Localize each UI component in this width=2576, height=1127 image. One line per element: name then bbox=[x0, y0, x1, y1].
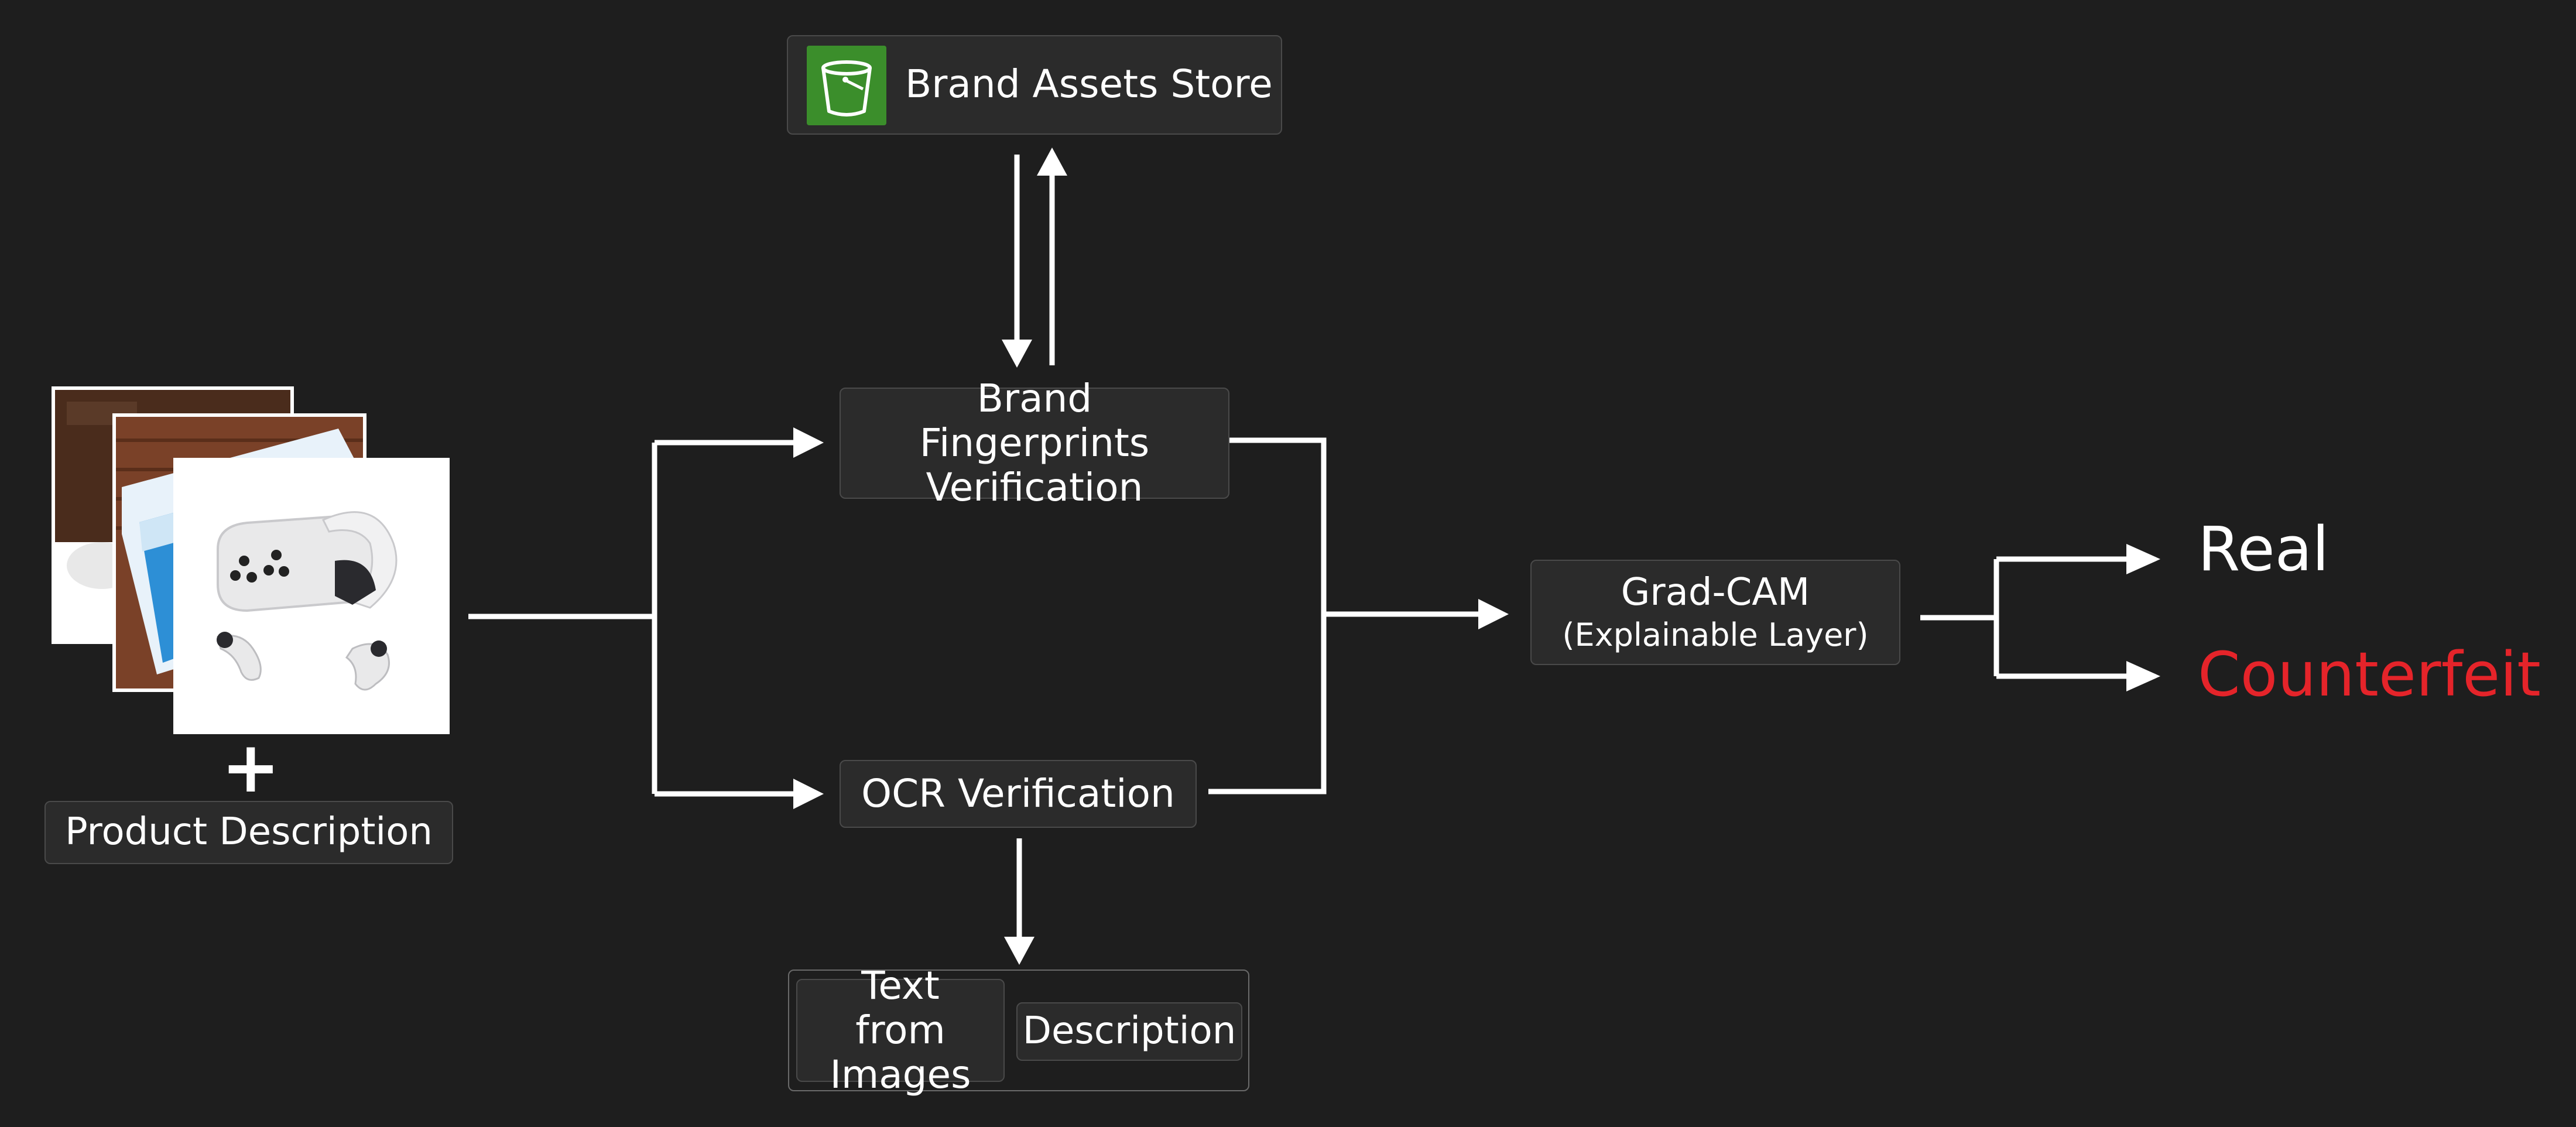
arrowhead-real bbox=[2126, 544, 2160, 574]
description-box: Description bbox=[1016, 1002, 1242, 1061]
ocr-verification-box: OCR Verification bbox=[840, 760, 1197, 828]
text-from-images-label: Text from Images bbox=[830, 963, 971, 1097]
arrowhead-text bbox=[1004, 937, 1034, 965]
grad-cam-sublabel: (Explainable Layer) bbox=[1562, 616, 1869, 653]
product-photo-front bbox=[173, 458, 450, 734]
arrowhead-ocr bbox=[793, 779, 824, 809]
arrowhead-counterfeit bbox=[2126, 661, 2160, 691]
product-description-box: Product Description bbox=[44, 801, 453, 864]
arrowhead-store-down bbox=[1002, 340, 1032, 368]
arrowhead-fingerprints bbox=[793, 427, 824, 458]
brand-assets-store-box: Brand Assets Store bbox=[787, 35, 1282, 135]
grad-cam-box: Grad-CAM (Explainable Layer) bbox=[1530, 560, 1900, 665]
ocr-verification-label: OCR Verification bbox=[861, 771, 1175, 817]
outcome-counterfeit: Counterfeit bbox=[2198, 639, 2541, 710]
arrowhead-store-up bbox=[1037, 148, 1067, 176]
product-description-label: Product Description bbox=[65, 810, 433, 854]
brand-fingerprints-label: Brand Fingerprints Verification bbox=[919, 376, 1150, 510]
grad-cam-label: Grad-CAM bbox=[1621, 571, 1810, 615]
outcome-real: Real bbox=[2198, 513, 2330, 585]
brand-fingerprints-box: Brand Fingerprints Verification bbox=[840, 376, 1229, 509]
description-label: Description bbox=[1022, 1009, 1236, 1053]
text-store-box: Text from Images Description bbox=[788, 964, 1249, 1097]
product-photo-stack bbox=[52, 386, 461, 738]
bucket-icon bbox=[807, 46, 886, 125]
brand-assets-store-label: Brand Assets Store bbox=[905, 61, 1273, 107]
text-from-images-box: Text from Images bbox=[796, 964, 1005, 1097]
arrowhead-gradcam bbox=[1478, 599, 1509, 629]
plus-sign: + bbox=[221, 727, 280, 809]
